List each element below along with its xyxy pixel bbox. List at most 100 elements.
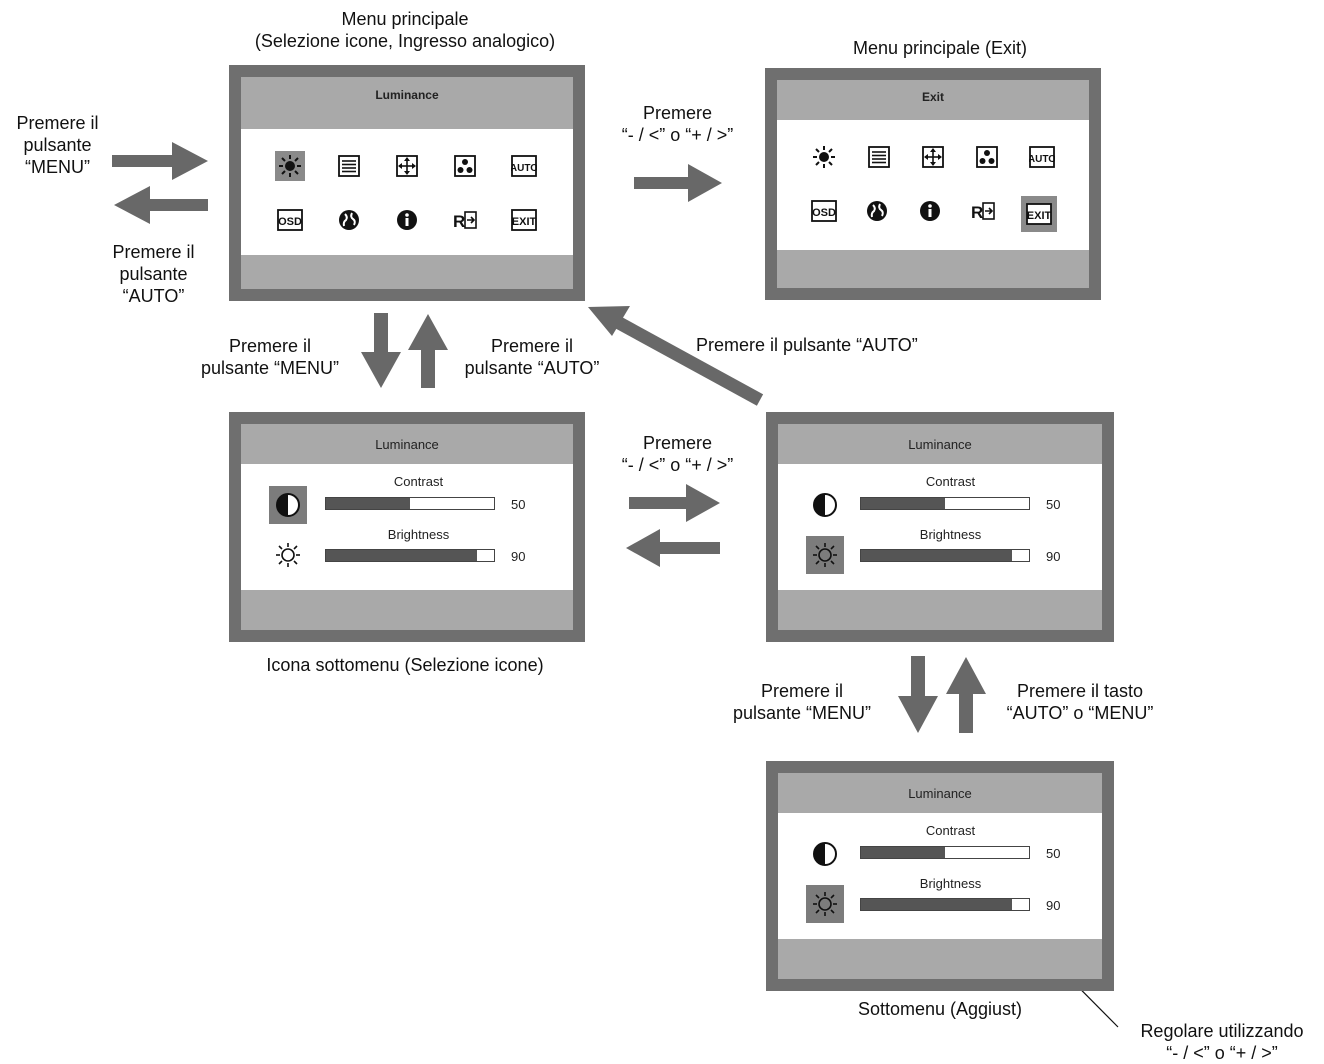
icon-row-1: AUTO: [777, 142, 1089, 172]
screen-title: Luminance: [375, 88, 439, 102]
brightness-slider[interactable]: [860, 898, 1030, 911]
brightness-value: 90: [1046, 898, 1061, 913]
screen-title: Luminance: [908, 785, 972, 801]
auto-icon[interactable]: AUTO: [509, 151, 539, 181]
svg-text:R: R: [971, 203, 983, 222]
brightness-value: 90: [511, 549, 526, 564]
contrast-fill: [861, 847, 945, 858]
recall-icon[interactable]: R: [968, 196, 998, 226]
contrast-icon[interactable]: [269, 486, 307, 524]
slider-panel: Contrast 50 Brightness 90: [241, 464, 573, 590]
svg-text:AUTO: AUTO: [1029, 154, 1055, 165]
arrow-left-select-to-sub: [626, 529, 720, 567]
svg-text:OSD: OSD: [278, 216, 302, 228]
svg-text:EXIT: EXIT: [1027, 210, 1052, 222]
recall-icon[interactable]: R: [450, 205, 480, 235]
exit-menu-screen: Exit AUTO OSD R EXIT: [765, 68, 1101, 300]
brightness-value: 90: [1046, 549, 1061, 564]
language-icon[interactable]: [862, 196, 892, 226]
icon-panel: AUTO OSD R EXIT: [241, 129, 573, 255]
arrow-up-adjust-to-select: [946, 657, 986, 733]
submenu-adjust-caption: Sottomenu (Aggiust): [857, 999, 1023, 1019]
press-menu-mid-caption: Premere il pulsante “MENU”: [200, 336, 340, 378]
info-icon[interactable]: [392, 205, 422, 235]
brightness-slider[interactable]: [325, 549, 495, 562]
contrast-slider[interactable]: [860, 497, 1030, 510]
brightness-slider[interactable]: [860, 549, 1030, 562]
contrast-label: Contrast: [393, 474, 444, 489]
text-lines-icon[interactable]: [864, 142, 894, 172]
screen-title: Luminance: [908, 436, 972, 452]
contrast-fill: [861, 498, 945, 509]
brightness-icon[interactable]: [809, 142, 839, 172]
contrast-slider[interactable]: [325, 497, 495, 510]
press-auto-mid-caption: Premere il pulsante “AUTO”: [464, 336, 600, 378]
submenu-icon-caption: Icona sottomenu (Selezione icone): [266, 655, 544, 675]
icon-row-2: OSD R EXIT: [777, 196, 1089, 232]
press-auto-left-caption: Premere il pulsante “AUTO”: [112, 242, 195, 306]
submenu-select-screen: Luminance Contrast 50 Brightness 90: [766, 412, 1114, 642]
exit-icon[interactable]: EXIT: [1021, 196, 1058, 232]
brightness-icon[interactable]: [806, 536, 844, 574]
arrow-down-main-to-sub: [361, 313, 401, 388]
arrow-left-from-main: [114, 186, 208, 224]
brightness-fill: [861, 899, 1013, 910]
contrast-icon[interactable]: [806, 486, 844, 524]
position-icon[interactable]: [392, 151, 422, 181]
exit-menu-caption: Menu principale (Exit): [852, 38, 1028, 58]
press-auto-or-menu-caption: Premere il tasto “AUTO” o “MENU”: [1006, 681, 1154, 723]
screen-title: Luminance: [375, 436, 439, 452]
text-lines-icon[interactable]: [334, 151, 364, 181]
osd-icon[interactable]: OSD: [275, 205, 305, 235]
exit-icon[interactable]: EXIT: [509, 205, 539, 235]
icon-panel: AUTO OSD R EXIT: [777, 120, 1089, 250]
contrast-fill: [326, 498, 410, 509]
contrast-icon[interactable]: [806, 835, 844, 873]
submenu-adjust-screen: Luminance Contrast 50 Brightness 90: [766, 761, 1114, 991]
contrast-label: Contrast: [925, 474, 976, 489]
language-icon[interactable]: [334, 205, 364, 235]
contrast-value: 50: [511, 497, 526, 512]
arrow-down-select-to-adjust: [898, 656, 938, 733]
icon-row-2: OSD R EXIT: [241, 205, 573, 235]
press-menu-left-caption: Premere il pulsante “MENU”: [16, 113, 99, 177]
brightness-label: Brightness: [919, 527, 982, 542]
color-icon[interactable]: [972, 142, 1002, 172]
press-arrows-top-caption: Premere “- / <” o “+ / >”: [621, 103, 734, 145]
brightness-fill: [326, 550, 478, 561]
position-icon[interactable]: [918, 142, 948, 172]
osd-icon[interactable]: OSD: [809, 196, 839, 226]
contrast-label: Contrast: [925, 823, 976, 838]
main-menu-caption: Menu principale (Selezione icone, Ingres…: [254, 9, 556, 51]
arrow-up-sub-to-main: [408, 314, 448, 388]
slider-panel: Contrast 50 Brightness 90: [778, 813, 1102, 939]
contrast-value: 50: [1046, 846, 1061, 861]
brightness-fill: [861, 550, 1013, 561]
arrow-right-main-to-exit: [634, 164, 722, 202]
press-auto-diag-caption: Premere il pulsante “AUTO”: [696, 335, 918, 355]
submenu-icon-screen: Luminance Contrast 50 Brightness 90: [229, 412, 585, 642]
svg-text:R: R: [453, 212, 465, 231]
svg-text:OSD: OSD: [812, 207, 836, 219]
svg-text:AUTO: AUTO: [511, 163, 537, 174]
auto-icon[interactable]: AUTO: [1027, 142, 1057, 172]
brightness-icon[interactable]: [269, 536, 307, 574]
brightness-label: Brightness: [387, 527, 450, 542]
arrow-right-sub-to-select: [629, 484, 720, 522]
brightness-icon[interactable]: [806, 885, 844, 923]
contrast-slider[interactable]: [860, 846, 1030, 859]
press-arrows-mid-caption: Premere “- / <” o “+ / >”: [621, 433, 734, 475]
color-icon[interactable]: [450, 151, 480, 181]
brightness-icon[interactable]: [275, 151, 306, 181]
arrow-diagonal-to-main: [606, 312, 764, 406]
brightness-label: Brightness: [919, 876, 982, 891]
main-menu-screen: Luminance AUTO OSD R EXIT: [229, 65, 585, 301]
info-icon[interactable]: [915, 196, 945, 226]
press-menu-right-caption: Premere il pulsante “MENU”: [732, 681, 872, 723]
svg-text:EXIT: EXIT: [512, 216, 537, 228]
arrow-right-to-main: [112, 142, 208, 180]
screen-title: Exit: [921, 90, 944, 104]
arrow-diagonal-head: [588, 306, 630, 336]
adjust-note-caption: Regolare utilizzando “- / <” o “+ / >”: [1140, 1021, 1304, 1063]
